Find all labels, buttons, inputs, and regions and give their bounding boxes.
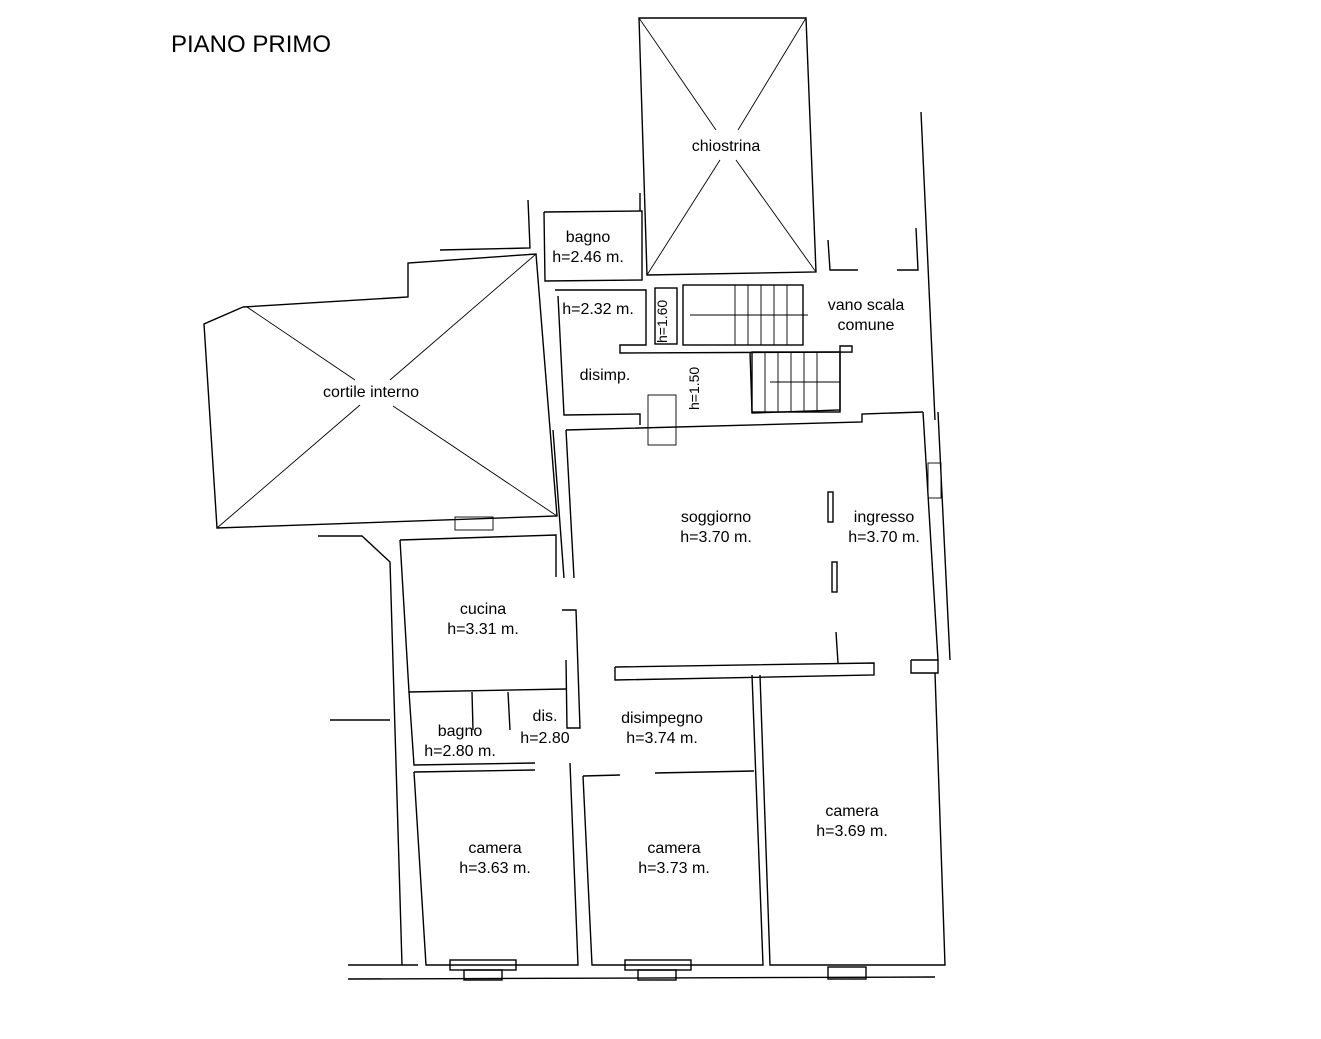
courtyard (203, 253, 558, 531)
kitchen-walls (318, 534, 581, 966)
room-label-cortile: cortile interno (322, 384, 420, 401)
stair-height-label-a: h=1.60 (654, 299, 670, 343)
chiostrina-shaft (638, 17, 817, 276)
room-label-chiostrina: chiostrina (691, 138, 761, 155)
upper-walls (439, 111, 936, 446)
page-title: PIANO PRIMO (171, 31, 332, 58)
room-label-dis: dis.h=2.80 (520, 708, 570, 747)
main-walls (552, 411, 951, 681)
room-label-disimp: disimp. (579, 367, 631, 384)
room-label-upper-height: h=2.32 m. (562, 301, 634, 318)
stair-height-label-b: h=1.50 (686, 366, 702, 410)
bedroom-walls (347, 672, 946, 981)
